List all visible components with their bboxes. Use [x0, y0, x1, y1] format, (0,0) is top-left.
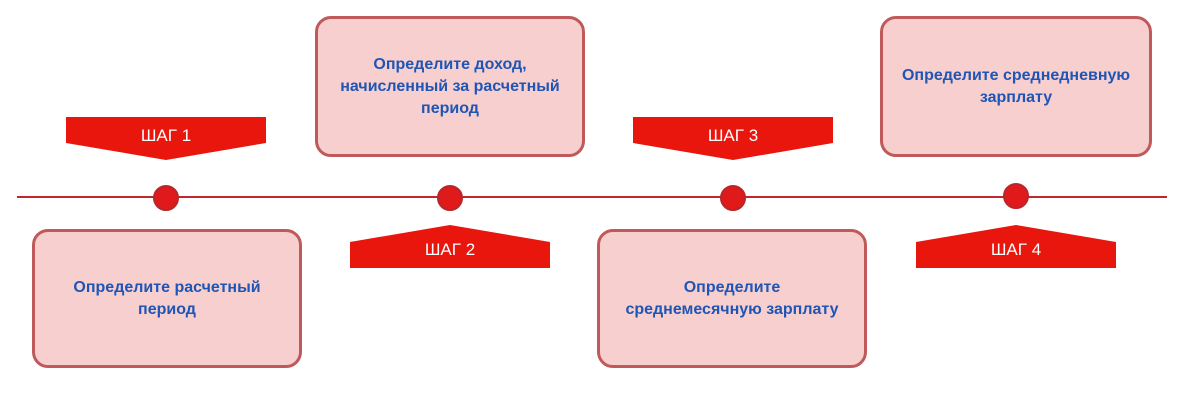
step-4-card: Определите среднедневную зарплату [880, 16, 1152, 157]
step-1-card: Определите расчетный период [32, 229, 302, 368]
step-4-banner: ШАГ 4 [916, 217, 1116, 269]
step-3-banner-shape [633, 117, 833, 160]
step-3-card-text: Определите среднемесячную зарплату [625, 278, 839, 318]
step-4-label: ШАГ 4 [990, 240, 1042, 259]
step-3-banner: ШАГ 3 [633, 117, 833, 169]
step-2-banner-shape [350, 225, 550, 268]
step-3-label: ШАГ 3 [707, 126, 759, 145]
step-2-card: Определите доход, начисленный за расчетн… [315, 16, 585, 157]
step-3-card: Определите среднемесячную зарплату [597, 229, 867, 368]
step-2-node [437, 185, 463, 211]
step-3-node [720, 185, 746, 211]
step-1-banner-shape [66, 117, 266, 160]
step-4-card-text: Определите среднедневную зарплату [901, 66, 1131, 106]
step-4-node [1003, 183, 1029, 209]
timeline-line [17, 196, 1167, 198]
step-4-banner-shape [916, 225, 1116, 268]
step-1-banner: ШАГ 1 [66, 117, 266, 169]
step-2-banner: ШАГ 2 [350, 217, 550, 269]
step-1-node [153, 185, 179, 211]
step-2-label: ШАГ 2 [424, 240, 476, 259]
step-1-card-text: Определите расчетный период [73, 278, 261, 318]
step-2-card-text: Определите доход, начисленный за расчетн… [340, 55, 560, 117]
step-1-label: ШАГ 1 [140, 126, 192, 145]
